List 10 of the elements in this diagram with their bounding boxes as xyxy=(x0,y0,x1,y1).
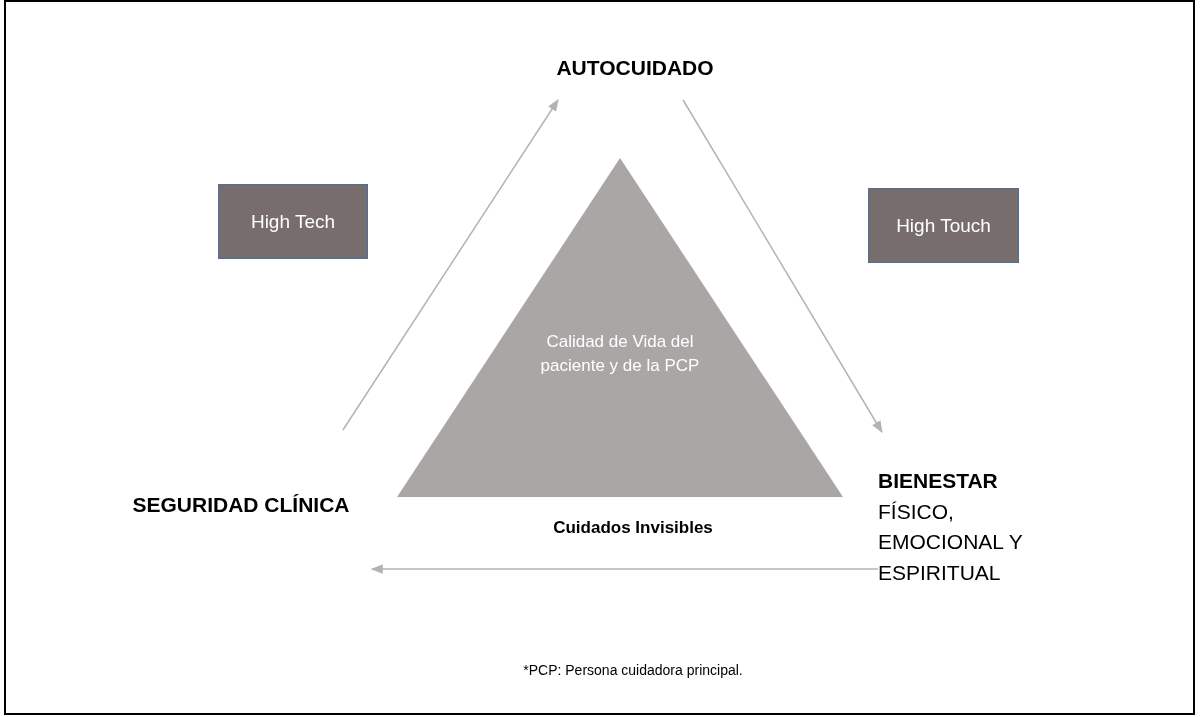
heading-text: SEGURIDAD CLÍNICA xyxy=(132,493,350,517)
label-box: High Tech xyxy=(218,184,368,259)
heading-text: BIENESTAR FÍSICO, EMOCIONAL Y ESPIRITUAL xyxy=(878,468,1024,586)
arrow xyxy=(682,99,883,434)
arrow xyxy=(342,99,559,431)
heading-text: AUTOCUIDADO xyxy=(556,56,714,80)
label-box: High Touch xyxy=(868,188,1019,263)
center-text: Calidad de Vida del paciente y de la PCP xyxy=(539,331,701,377)
footnote: *PCP: Persona cuidadora principal. xyxy=(523,662,743,678)
arrow xyxy=(370,564,879,574)
